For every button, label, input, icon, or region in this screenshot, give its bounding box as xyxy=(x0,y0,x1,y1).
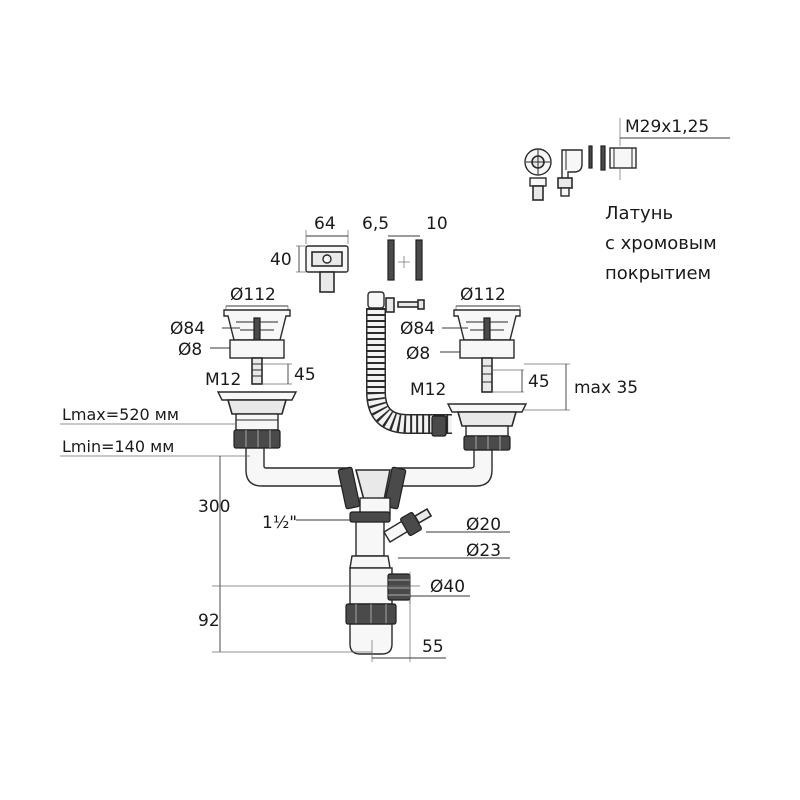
right-sink-drain: Ø112 Ø84 Ø8 45 M12 max 35 xyxy=(400,285,638,451)
branch-outer-diameter-label: Ø23 xyxy=(466,541,501,561)
elbow-fitting xyxy=(557,149,583,197)
lmin-label: Lmin=140 мм xyxy=(62,437,174,456)
bottom-offset-label: 55 xyxy=(422,637,444,657)
left-sink-drain: Ø112 Ø84 Ø8 45 M12 xyxy=(170,285,316,449)
right-height-label: 45 xyxy=(528,372,550,392)
drop-height-label: 300 xyxy=(198,497,230,517)
right-rod-diameter-label: Ø8 xyxy=(406,344,430,364)
outlet-thread-label: 1½" xyxy=(262,513,297,533)
left-rod-diameter-label: Ø8 xyxy=(178,340,202,360)
left-thread-label: M12 xyxy=(205,370,241,390)
grate-height-label: 40 xyxy=(270,250,292,270)
thread-detail: M29x1,25 Латунь с хромовым покрытием xyxy=(524,117,730,284)
material-note-line-1: Латунь xyxy=(605,203,673,224)
dimension-lines: Lmax=520 мм Lmin=140 мм 300 92 55 1½" Ø2… xyxy=(60,405,510,662)
bottle-trap xyxy=(345,507,433,655)
right-outer-diameter-label: Ø112 xyxy=(460,285,506,305)
washer-parts xyxy=(588,145,637,171)
branch-inner-diameter-label: Ø20 xyxy=(466,515,501,535)
connecting-pipes xyxy=(245,447,493,515)
overflow-grate: 64 40 xyxy=(270,214,349,293)
left-strainer-diameter-label: Ø84 xyxy=(170,319,205,339)
max-thickness-label: max 35 xyxy=(574,378,638,398)
overflow-screw-parts: 6,5 10 xyxy=(362,214,448,313)
right-thread-label: M12 xyxy=(410,380,446,400)
outlet-diameter-label: Ø40 xyxy=(430,577,465,597)
overflow-dim-b-label: 10 xyxy=(426,214,448,234)
thread-spec-label: M29x1,25 xyxy=(625,117,709,137)
round-nut-fitting xyxy=(524,148,552,201)
overflow-dim-a-label: 6,5 xyxy=(362,214,389,234)
overflow-hose xyxy=(366,291,452,437)
grate-width-label: 64 xyxy=(314,214,336,234)
left-height-label: 45 xyxy=(294,365,316,385)
lmax-label: Lmax=520 мм xyxy=(62,405,179,424)
right-strainer-diameter-label: Ø84 xyxy=(400,319,435,339)
material-note-line-2: с хромовым xyxy=(605,233,717,254)
material-note-line-3: покрытием xyxy=(605,263,711,284)
left-outer-diameter-label: Ø112 xyxy=(230,285,276,305)
bottom-height-label: 92 xyxy=(198,611,220,631)
